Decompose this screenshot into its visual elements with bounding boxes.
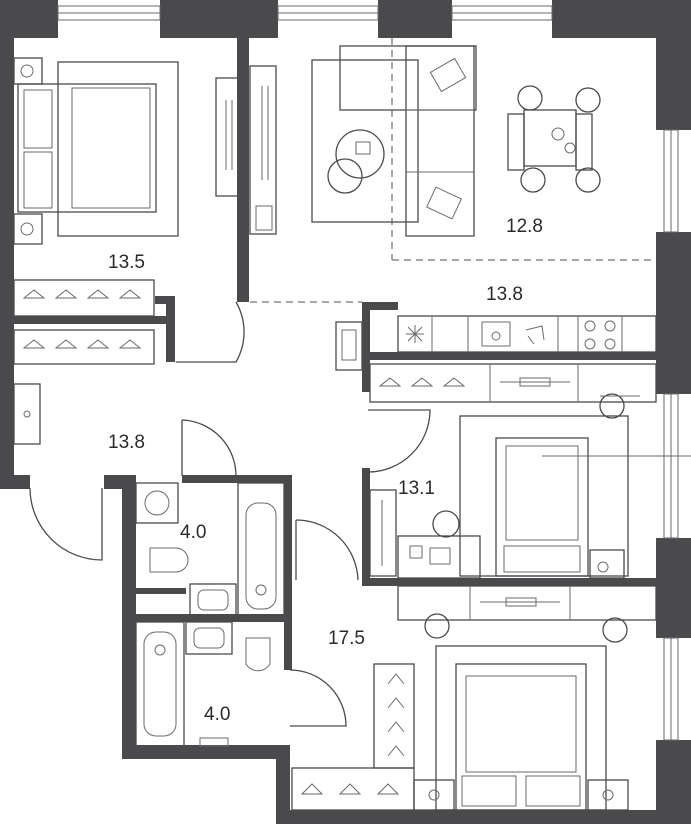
area-label-hallway: 13.8	[108, 432, 145, 453]
area-labels: 13.5 12.8 13.8 13.8 13.1 4.0 17.5 4.0	[108, 216, 543, 725]
area-label-bathroom-lower: 4.0	[204, 704, 230, 725]
bedroom-top-left-furniture	[13, 57, 239, 365]
area-label-master-bedroom: 17.5	[328, 628, 365, 649]
hallway-furniture	[13, 383, 41, 445]
bedroom-middle-right-furniture	[369, 363, 691, 579]
bathroom-lower-fixtures	[135, 621, 271, 747]
area-label-bedroom-top-left: 13.5	[108, 252, 145, 273]
master-bedroom-furniture	[291, 585, 657, 811]
zone-dividers	[250, 38, 656, 303]
bathroom-upper-fixtures	[135, 482, 285, 617]
area-label-living-dining: 12.8	[506, 216, 543, 237]
area-label-bedroom-middle-right: 13.1	[398, 478, 435, 499]
area-label-kitchen: 13.8	[486, 284, 523, 305]
kitchen-furniture	[335, 315, 657, 371]
windows	[57, 5, 679, 741]
area-label-bathroom-upper: 4.0	[180, 522, 206, 543]
doors	[29, 301, 431, 727]
living-dining-furniture	[249, 45, 601, 237]
